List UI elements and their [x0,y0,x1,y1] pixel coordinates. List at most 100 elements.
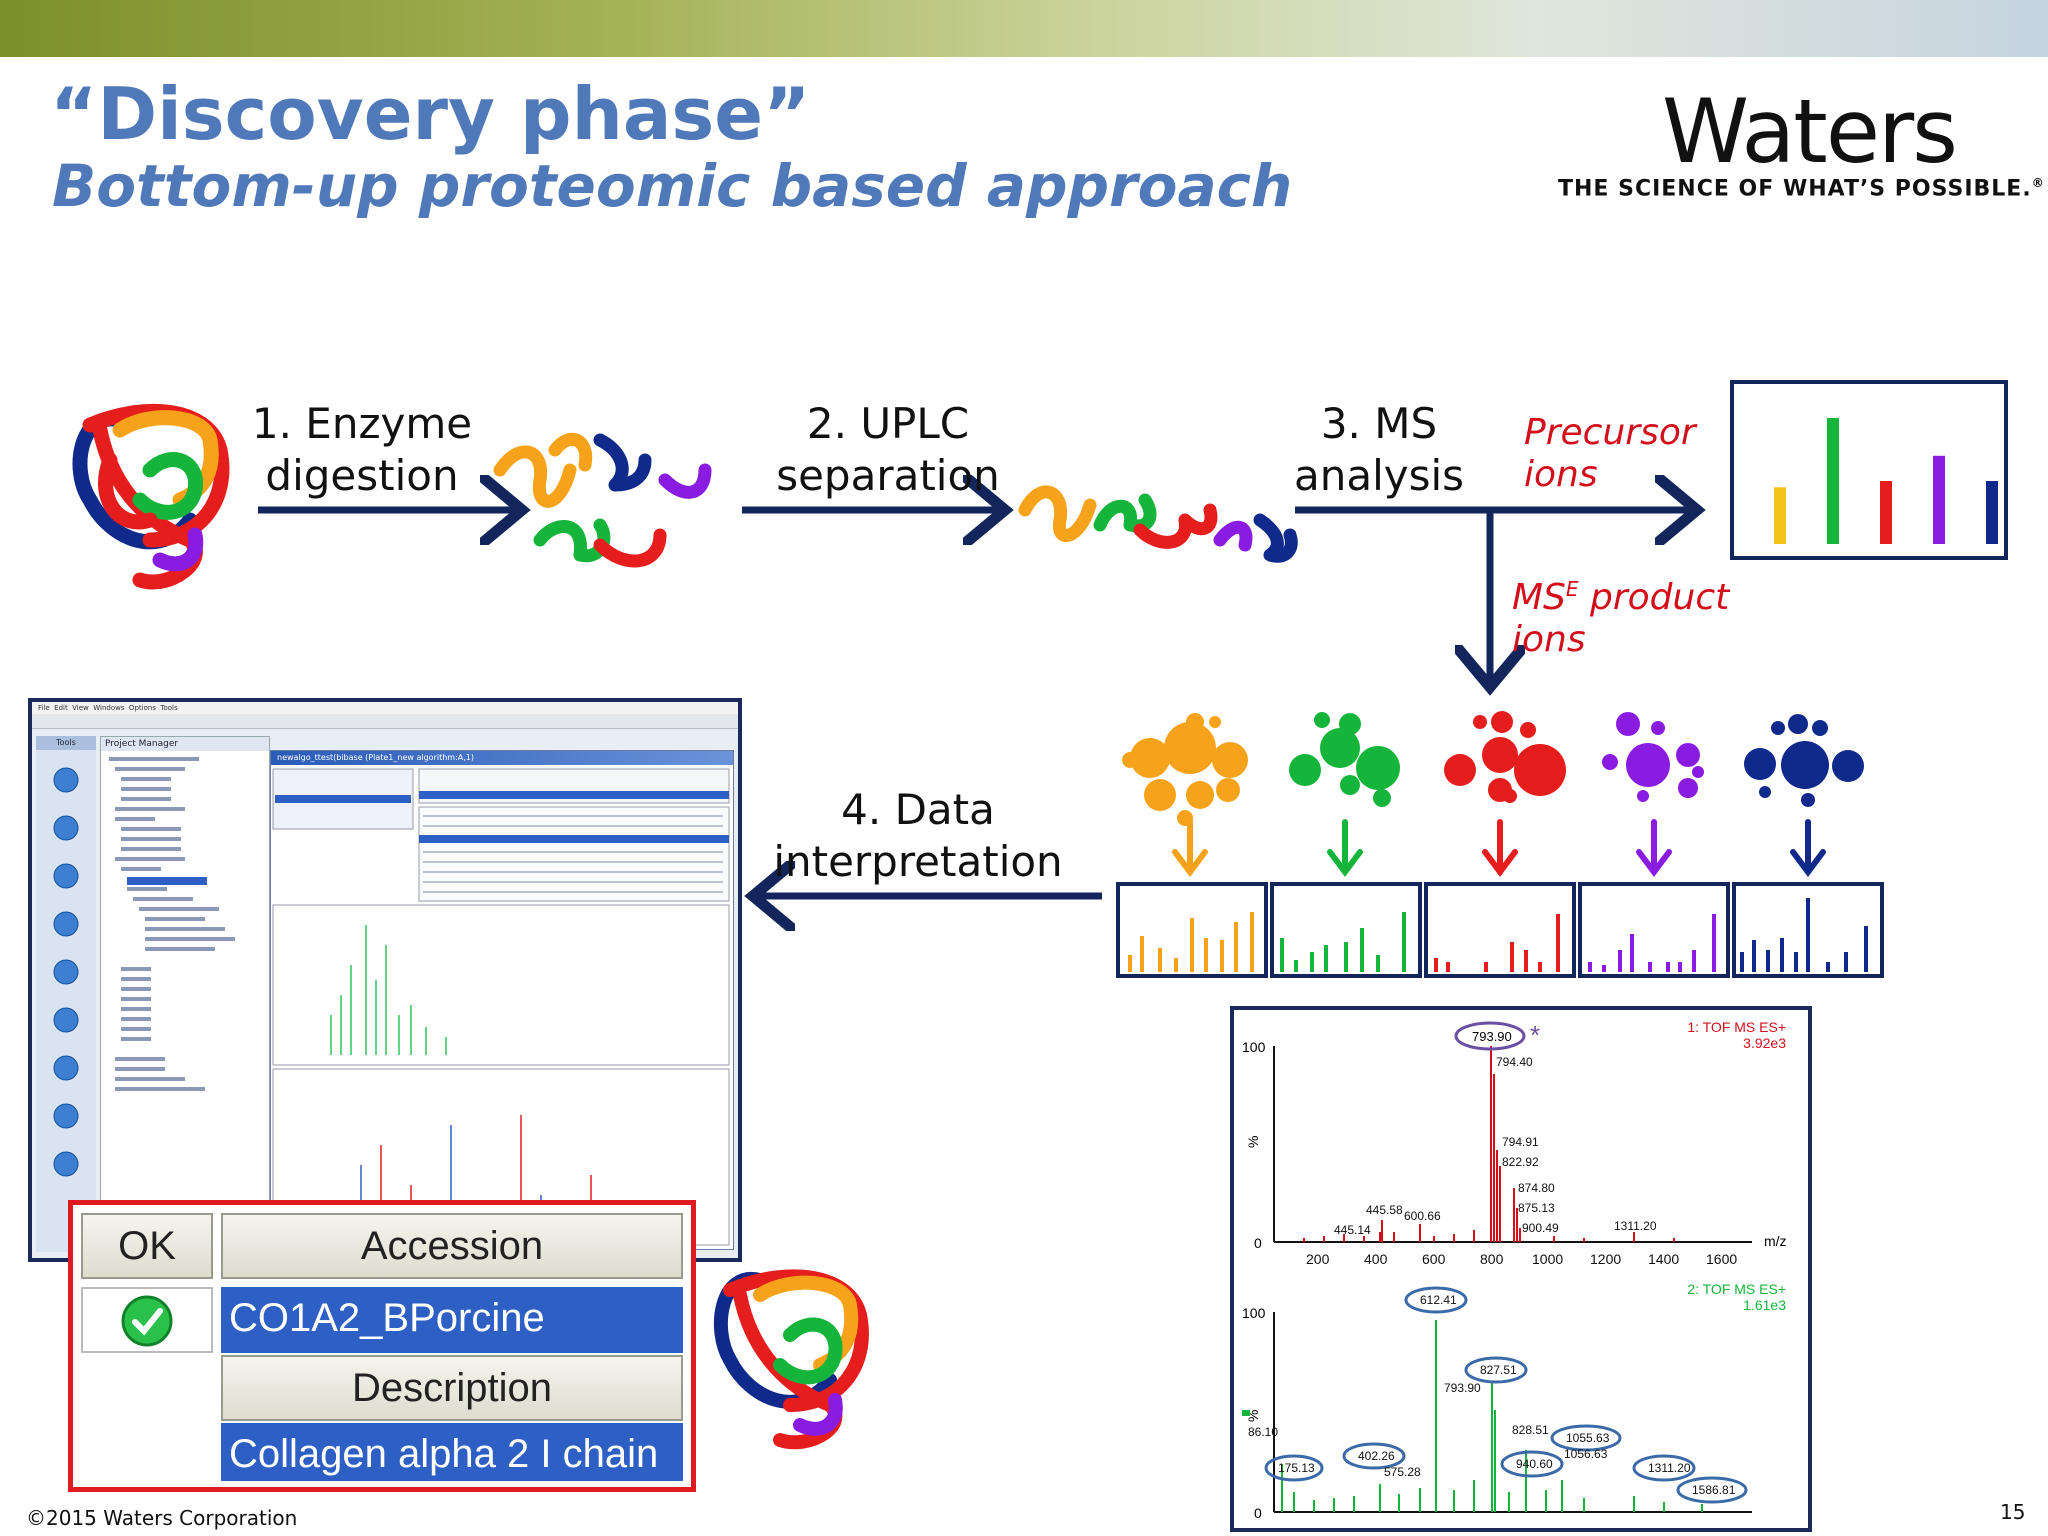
x-tick-800: 800 [1480,1251,1504,1267]
fragment-cluster-purple [1602,712,1704,802]
col-description-header[interactable]: Description [221,1355,683,1421]
mse-suffix: product [1578,577,1730,618]
fragment-cluster-orange [1122,713,1248,826]
tools-panel: Tools [36,736,96,1252]
tool-icons [53,767,79,1177]
bpeak-4: 575.28 [1384,1465,1421,1479]
cpeak-8: 1586.81 [1692,1483,1736,1497]
cpeak-5: 175.13 [1278,1461,1315,1475]
precursor-bar-5 [1986,481,1998,544]
peak-label-5: 875.13 [1518,1201,1555,1215]
mse-line2: ions [1512,619,1586,660]
results-window-title: newalgo_ttest(bibase (Plate1_new algorit… [271,751,733,765]
col-accession-header[interactable]: Accession [221,1213,683,1279]
protein-id-zoom: OK Accession CO1A2_BPorcine Description … [68,1200,696,1492]
precursor-spectrum-box [1730,380,2008,560]
cpeak-1: 612.41 [1420,1293,1457,1307]
intact-protein-icon [72,403,230,590]
x-tick-400: 400 [1364,1251,1388,1267]
fragment-cluster-green [1289,712,1400,807]
precursor-bar-1 [1774,487,1786,544]
bpeak-3: 828.51 [1512,1423,1549,1437]
slide-subtitle: Bottom-up proteomic based approach [52,152,1293,220]
mse-prefix: MS [1512,577,1566,618]
precursor-bar-4 [1933,455,1945,544]
peak-label-8: 445.58 [1366,1203,1403,1217]
peak-label-3: 822.92 [1502,1155,1539,1169]
tools-header: Tools [36,736,96,750]
top-banner [0,0,2048,57]
cpeak-4: 402.26 [1358,1449,1395,1463]
star-marker: * [1530,1020,1540,1050]
mse-product-ions-label: MSE product ions [1512,568,1729,661]
page-number: 15 [2000,1500,2026,1524]
slide-title: “Discovery phase” [50,72,811,156]
x-tick-200: 200 [1306,1251,1330,1267]
cpeak-7: 1311.20 [1648,1461,1691,1475]
top-spectrum-label: 1: TOF MS ES+ [1687,1019,1786,1035]
precursor-bars [1774,418,1998,544]
cpeak-2: 827.51 [1480,1363,1517,1377]
peak-label-1: 794.40 [1496,1055,1533,1069]
col-ok-header[interactable]: OK [81,1213,213,1279]
ms-spectra-panel: 100 % 0 m/z 200 400 600 800 1000 1200 14… [1230,1006,1812,1532]
green-marker [1242,1410,1250,1416]
results-window: newalgo_ttest(bibase (Plate1_new algorit… [270,750,734,1250]
digested-peptides-icon [493,432,712,568]
cpeak-6: 940.60 [1516,1457,1553,1471]
accession-value[interactable]: CO1A2_BPorcine [221,1287,683,1353]
check-icon [121,1295,173,1347]
x-tick-1000: 1000 [1532,1251,1563,1267]
precursor-ions-label: Precursor ions [1524,412,1696,496]
step1-label: 1. Enzyme digestion [246,398,478,502]
top-y-100: 100 [1242,1039,1266,1055]
step1-line1: 1. Enzyme [251,399,473,448]
x-tick-1200: 1200 [1590,1251,1621,1267]
peak-label-6: 900.49 [1522,1221,1559,1235]
step4-line1: 4. Data [841,785,995,834]
tree-lines [109,757,235,1091]
fragment-spectrum-bars [1128,898,1868,972]
x-tick-1600: 1600 [1706,1251,1737,1267]
bottom-y-100: 100 [1242,1305,1266,1321]
description-value[interactable]: Collagen alpha 2 I chain [221,1423,683,1481]
step3-line1: 3. MS [1320,399,1438,448]
top-y-pct: % [1245,1136,1261,1148]
bpeak-1: 793.90 [1444,1381,1481,1395]
bpeak-5: 1056.63 [1564,1447,1608,1461]
project-manager-header: Project Manager [101,737,269,751]
peak-label-4: 874.80 [1518,1181,1555,1195]
bottom-spectrum-intensity: 1.61e3 [1743,1297,1786,1313]
precursor-line2: ions [1524,454,1598,495]
step1-line2: digestion [265,451,459,500]
peak-label-2: 794.91 [1502,1135,1539,1149]
separated-peptides-icon [1018,485,1298,563]
software-screenshot: File Edit View Windows Options Tools Too… [28,698,742,1262]
step2-line1: 2. UPLC [806,399,970,448]
precursor-bar-2 [1827,418,1839,544]
waters-logo: Waters [1662,80,1958,183]
peak-label-10: 600.66 [1404,1209,1441,1223]
top-x-unit: m/z [1764,1233,1787,1249]
step2-label: 2. UPLC separation [768,398,1008,502]
check-cell [81,1287,213,1353]
project-tree: Project Manager [100,736,270,1254]
peak-793-90-top: 793.90 [1472,1029,1512,1044]
copyright-footer: ©2015 Waters Corporation [26,1506,298,1530]
colored-down-arrows [1172,819,1826,877]
cpeak-3: 1055.63 [1566,1431,1610,1445]
bottom-spectrum-label: 2: TOF MS ES+ [1687,1281,1786,1297]
x-tick-600: 600 [1422,1251,1446,1267]
bpeak-2: 86.10 [1248,1425,1278,1439]
step3-line2: analysis [1293,451,1465,500]
results-content [272,768,730,1246]
software-menubar: File Edit View Windows Options Tools [32,702,738,714]
top-y-0: 0 [1254,1235,1262,1251]
step3-label: 3. MS analysis [1288,398,1470,502]
peak-label-9: 445.14 [1334,1223,1371,1237]
bottom-y-0: 0 [1254,1505,1262,1521]
top-spectrum-intensity: 3.92e3 [1743,1035,1786,1051]
logo-tagline-text: THE SCIENCE OF WHAT’S POSSIBLE. [1558,176,2032,202]
precursor-circle [1454,1021,1526,1051]
